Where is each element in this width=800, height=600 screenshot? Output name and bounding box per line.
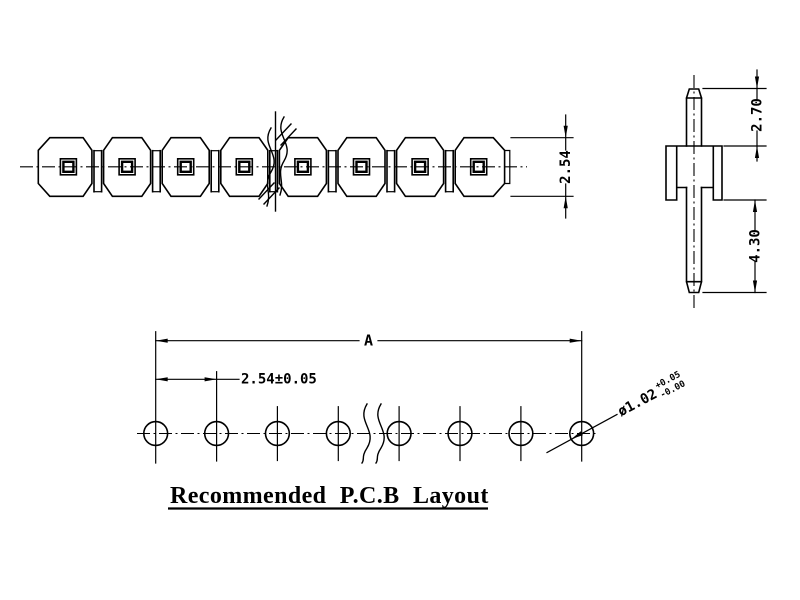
dim-pin-bottom: 4.30 [702, 199, 767, 294]
dim-strip-pitch: 2.54 [510, 114, 574, 219]
dim-text-pin-top: 2.70 [750, 98, 766, 132]
dim-overall-length: A [155, 332, 583, 350]
pin-body [665, 145, 723, 201]
dim-text-hole-pitch: 2.54±0.05 [241, 371, 317, 387]
drawing-title-block: Recommended P.C.B Layout [168, 483, 489, 510]
pin-lower [685, 186, 703, 294]
dim-text-overall-length: A [364, 332, 373, 350]
pcb-break-symbol [361, 403, 385, 464]
drawing-title: Recommended P.C.B Layout [170, 483, 489, 509]
pin-side-view: 2.70 4.30 [665, 69, 767, 310]
dim-text-pin-bottom: 4.30 [748, 229, 764, 263]
dim-hole-pitch: 2.54±0.05 [155, 371, 317, 387]
dim-text-strip-pitch: 2.54 [558, 150, 574, 184]
strip-end-cap [504, 149, 511, 185]
strip-top-view: 2.54 [20, 111, 574, 219]
pin-upper [685, 88, 703, 147]
dim-pin-top: 2.70 [702, 69, 767, 162]
strip-break-symbol [258, 111, 297, 212]
header-unit [37, 136, 93, 198]
